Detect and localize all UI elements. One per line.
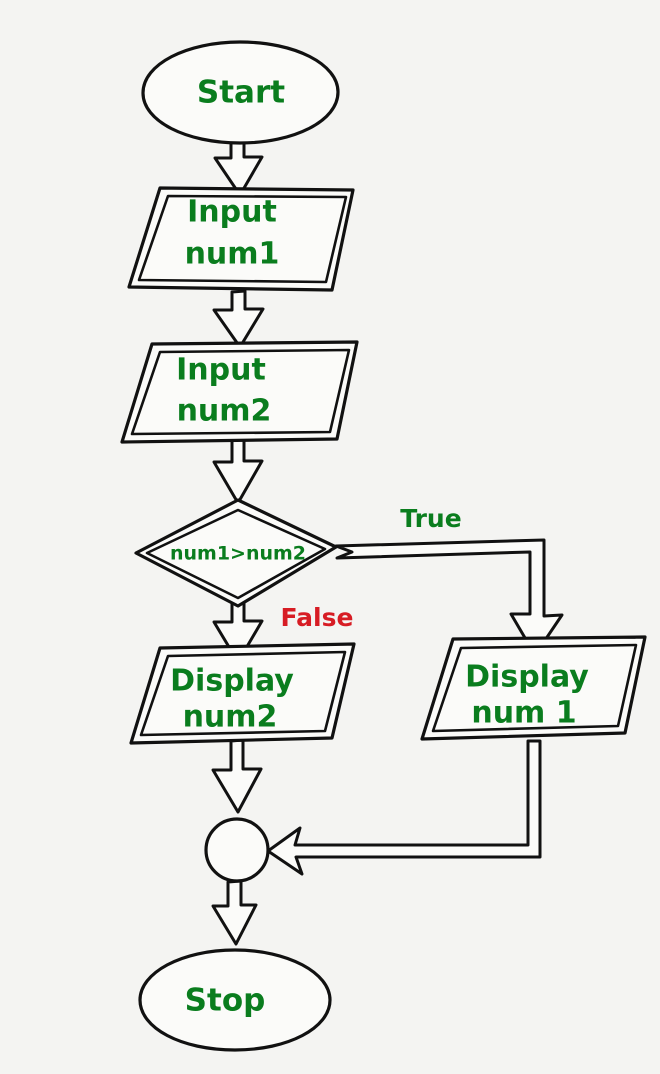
node-decision-label: num1>num2 (170, 543, 306, 565)
node-start[interactable]: Start (141, 40, 340, 145)
node-input-num2-line1: Input (176, 353, 266, 388)
node-display-num2-line2: num2 (183, 700, 278, 735)
node-input-num1[interactable]: Input num1 (127, 186, 355, 292)
node-input-num2-line2: num2 (177, 394, 272, 429)
node-connector-circle[interactable] (204, 817, 270, 883)
arrow-display-num2-to-connector (211, 738, 263, 814)
node-display-num1-line1: Display (465, 660, 589, 695)
node-start-label: Start (197, 75, 285, 111)
node-display-num2-line1: Display (170, 664, 294, 699)
node-input-num2[interactable]: Input num2 (120, 340, 359, 444)
node-display-num1[interactable]: Display num 1 (420, 635, 647, 741)
node-input-num1-line2: num1 (185, 237, 280, 272)
arrow-connector-to-stop (211, 879, 258, 946)
node-stop-label: Stop (185, 983, 266, 1019)
node-display-num2[interactable]: Display num2 (129, 642, 356, 745)
node-display-num1-line2: num 1 (471, 696, 576, 731)
arrow-start-to-input-num1 (213, 136, 264, 197)
arrow-input-num2-to-decision (212, 437, 264, 505)
edge-label-true: True (400, 504, 461, 533)
edge-label-false: False (281, 603, 354, 632)
edge-display-num1-to-connector (266, 739, 542, 876)
node-decision[interactable]: num1>num2 (134, 498, 338, 608)
edge-false-branch (212, 601, 264, 664)
node-stop[interactable]: Stop (138, 948, 332, 1052)
node-input-num1-line1: Input (187, 195, 277, 230)
arrow-input-num1-to-input-num2 (212, 289, 265, 349)
